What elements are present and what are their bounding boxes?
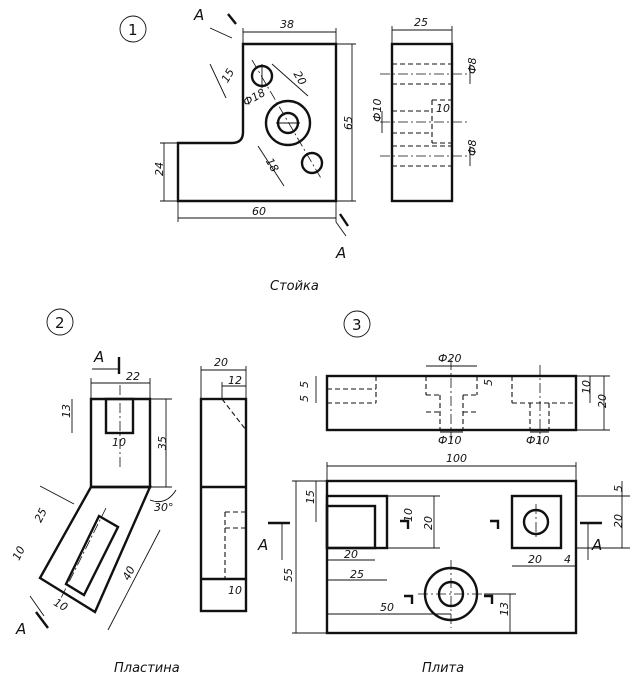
dim-height-total: 65: [342, 116, 355, 130]
dim-incline-len: 25: [32, 506, 50, 524]
dim-top-dia-small-right: Ф10: [526, 434, 549, 447]
dim-right-h1: 5: [612, 485, 625, 492]
side-view-outline: [390, 42, 454, 203]
dim-top-total: 20: [596, 394, 609, 408]
dim-incline-total: 40: [120, 564, 138, 582]
dim-slot-w2: 25: [350, 568, 364, 581]
dim-incline-slot: 10: [10, 544, 28, 562]
dim-top-dia-small-left: Ф10: [438, 434, 461, 447]
dim-right-w: 20: [528, 553, 542, 566]
caption-plastina: Пластина: [114, 661, 180, 676]
drawing-number-circle: [46, 308, 74, 336]
dim-right-h2: 20: [612, 514, 625, 528]
dim-angle: 30°: [154, 501, 174, 514]
dim-top-h2: 5: [298, 395, 311, 402]
dim-slot-h: 15: [304, 490, 317, 504]
dim-width-top: 38: [280, 18, 294, 31]
drawing-number: 2: [55, 314, 65, 332]
dim-right-gap: 4: [564, 553, 571, 566]
section-letter-bottom: A: [335, 244, 346, 262]
dim-slot-depth: 20: [422, 516, 435, 530]
dim-slot-width: 10: [112, 436, 126, 449]
dim-hole-offset: 15: [219, 66, 237, 85]
hole-bottom: [300, 151, 324, 175]
dim-bore-depth: 10: [436, 102, 450, 115]
dim-length: 100: [446, 452, 467, 465]
section-letter-left: A: [257, 536, 268, 554]
dim-boss-x: 50: [380, 601, 394, 614]
dim-slot-w1: 20: [344, 548, 358, 561]
drawing-number-circle: [343, 310, 371, 338]
dim-incline-bottom: 10: [51, 596, 70, 614]
front-view-outline: [325, 479, 578, 635]
slot-inner: [325, 504, 377, 550]
dim-side-bottom: 10: [228, 584, 242, 597]
caption-stoika: Стойка: [270, 279, 319, 294]
dim-spacing-b: 18: [263, 156, 281, 175]
dim-step-height: 24: [153, 162, 166, 176]
dim-side-width: 20: [214, 356, 228, 369]
front-view-outline: [176, 42, 338, 203]
dim-height: 35: [156, 436, 169, 450]
side-view-outline: [199, 397, 248, 613]
right-pocket: [510, 494, 563, 550]
caption-plita: Плита: [422, 661, 464, 676]
front-slot: [104, 397, 135, 435]
dim-hole-dia-top: Ф8: [466, 58, 479, 74]
diagonal-centerline: [251, 59, 323, 181]
drawing-1-stoika: 1 38 65 60 24 15 20: [119, 6, 479, 294]
slot-outer: [325, 494, 389, 550]
drawing-2-plastina: 2 A 22 13 10 35 30° 25 10: [10, 308, 248, 676]
dim-side-inner: 12: [228, 374, 242, 387]
drawing-number: 3: [352, 316, 362, 334]
dim-slot-gap: 10: [402, 508, 415, 522]
section-letter-bottom: A: [15, 620, 26, 638]
dim-boss-dia: Ф18: [241, 86, 268, 109]
boss-outer: [264, 99, 312, 147]
dim-height: 55: [282, 568, 295, 582]
dim-spacing-a: 20: [291, 69, 309, 88]
section-letter-top: A: [193, 6, 204, 24]
section-letter-top: A: [93, 348, 104, 366]
inclined-slot: [64, 514, 120, 597]
section-letter-right: A: [591, 536, 602, 554]
dim-top-h3: 10: [580, 380, 593, 394]
dim-top-h1: 5: [298, 381, 311, 388]
drawing-number-circle: [119, 15, 147, 43]
dim-top-dia-large: Ф20: [438, 352, 461, 365]
drawing-3-plita: 3 Ф20 Ф10 Ф10 5 5 5: [257, 310, 630, 676]
front-inclined-part: [38, 485, 152, 614]
drawing-number: 1: [128, 21, 138, 39]
dim-boss-h: 13: [498, 602, 511, 616]
dim-top-width: 22: [126, 370, 140, 383]
dim-top-notch: 5: [482, 379, 495, 386]
dim-bore-dia: Ф10: [371, 99, 384, 122]
dim-side-width: 25: [414, 16, 428, 29]
dim-hole-dia-bottom: Ф8: [466, 140, 479, 156]
dim-slot-depth: 13: [60, 404, 73, 418]
dim-width-total: 60: [252, 205, 266, 218]
